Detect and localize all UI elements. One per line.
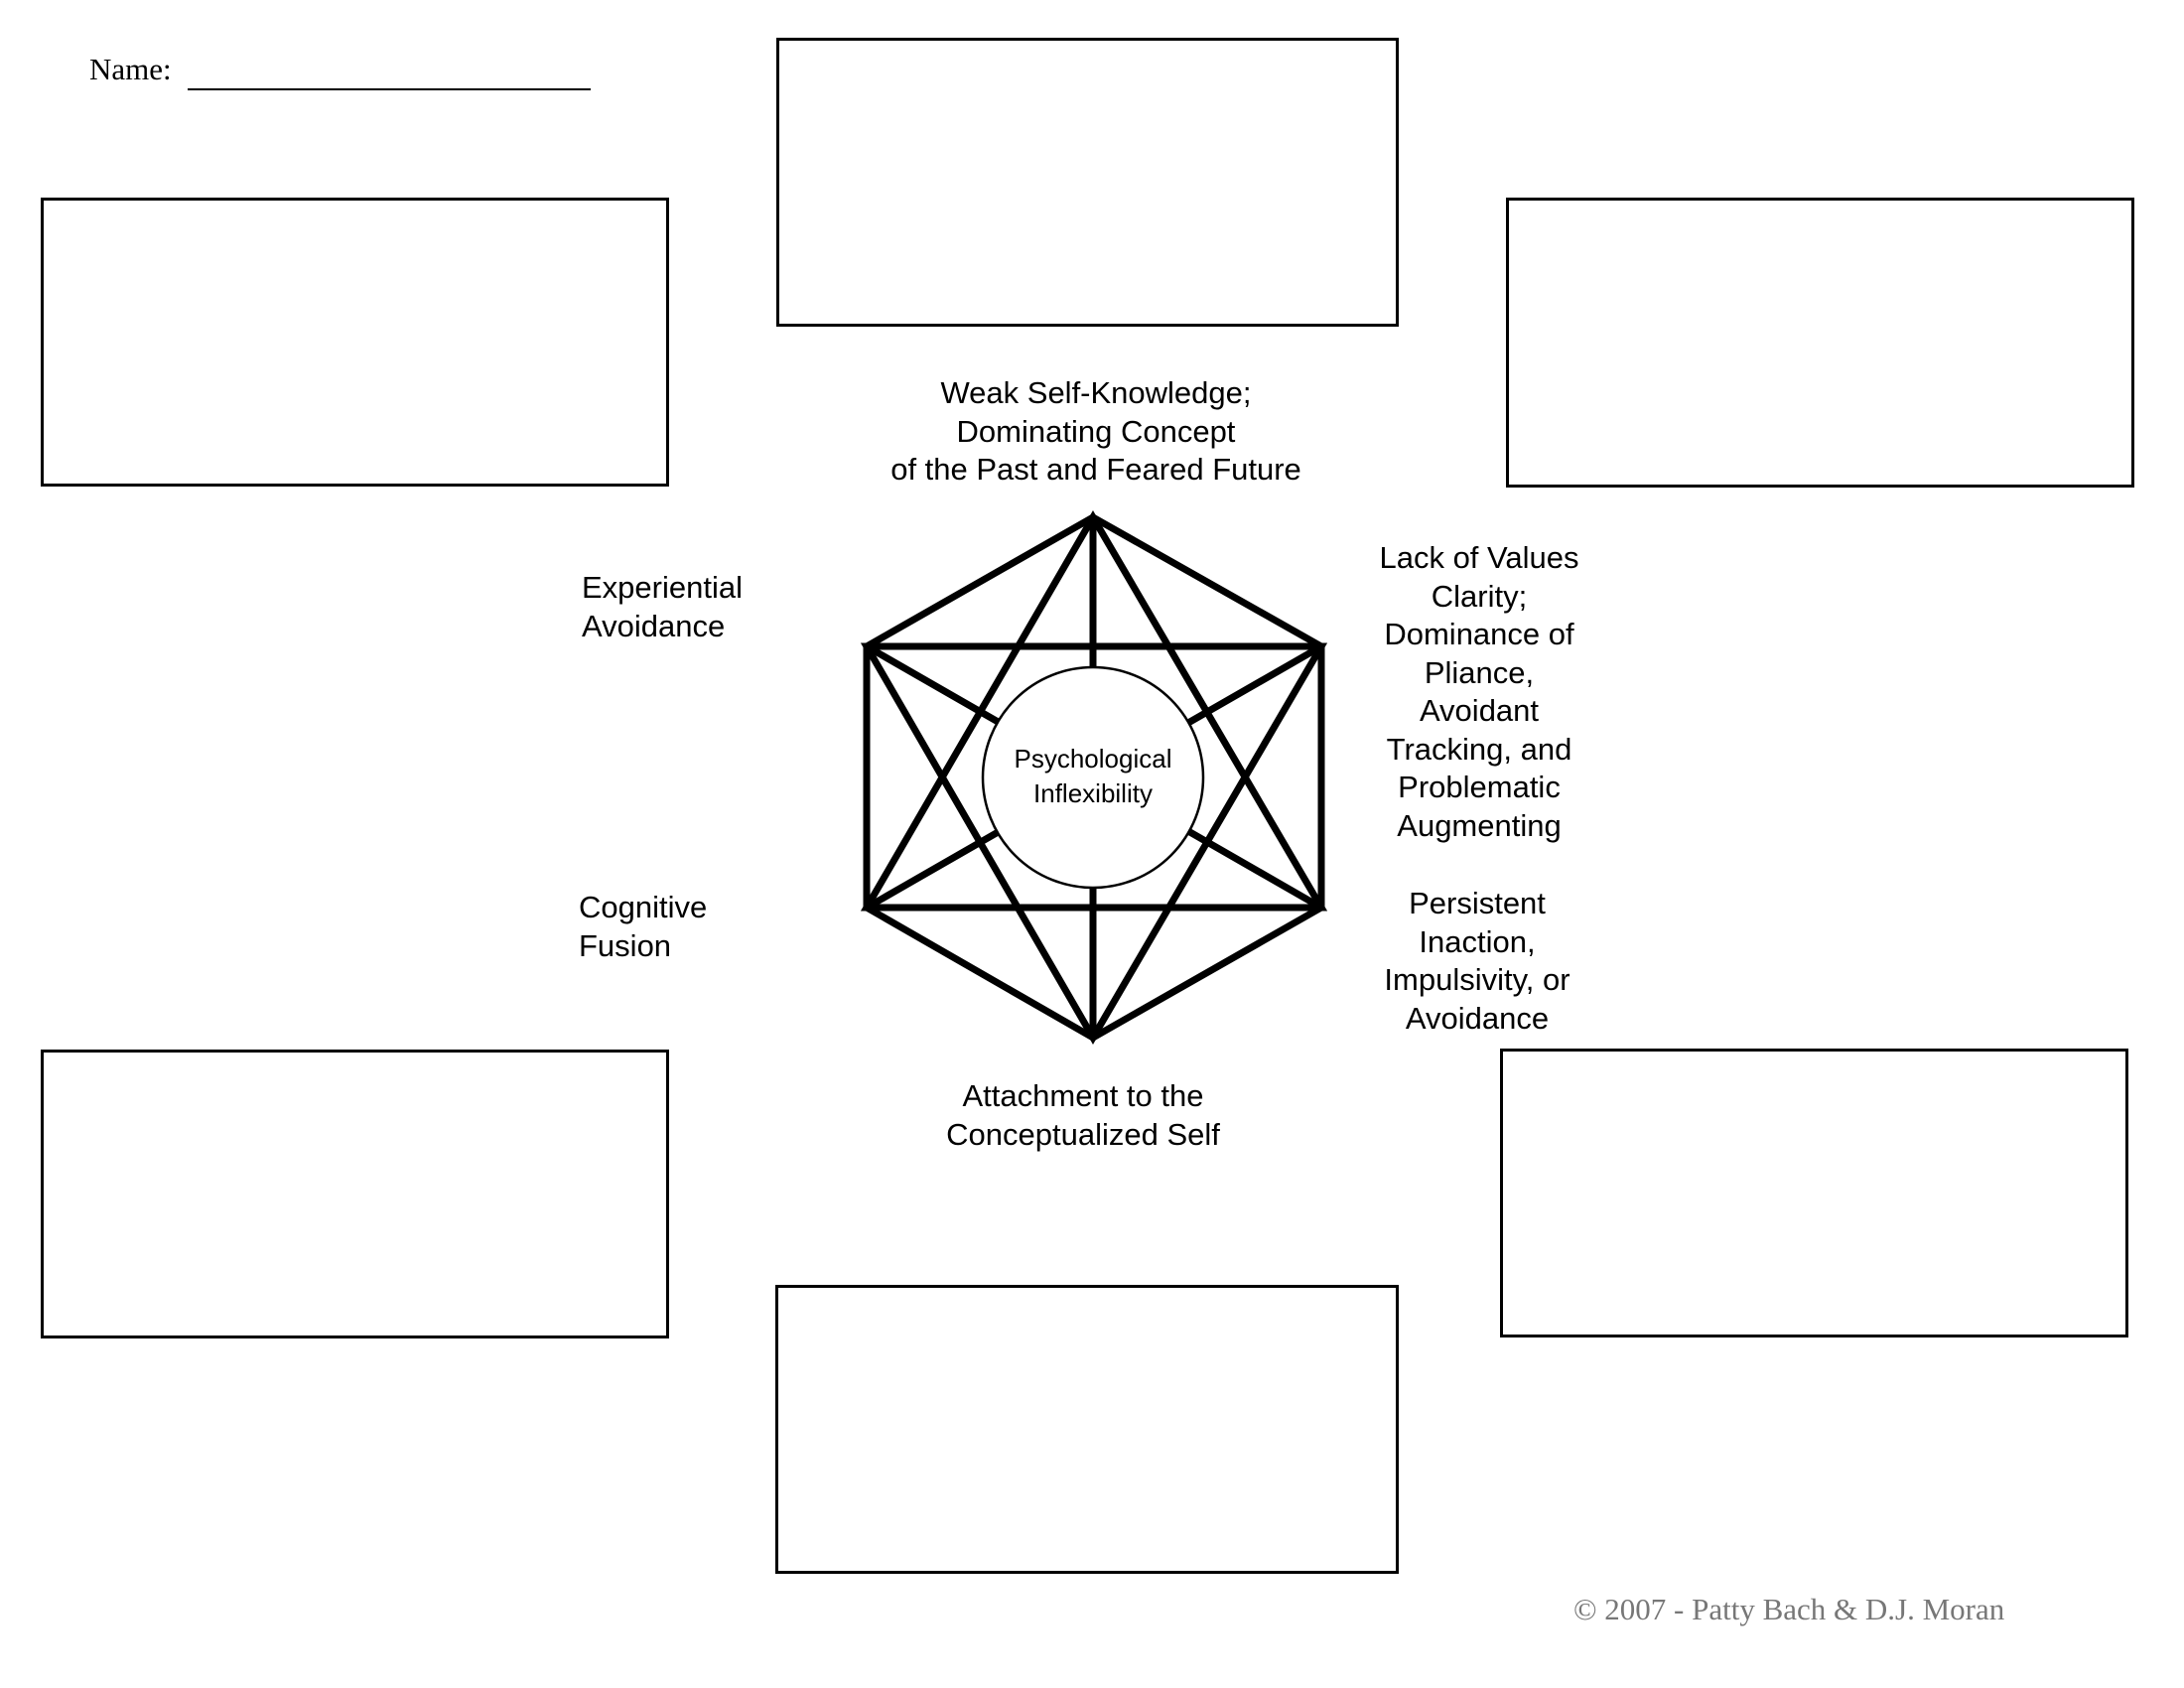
label-line: Weak Self-Knowledge; — [940, 375, 1252, 410]
label-line: Attachment to the — [962, 1078, 1204, 1113]
label-line: Clarity; — [1431, 578, 1528, 614]
label-line: Experiential — [582, 570, 743, 605]
label-line: Conceptualized Self — [946, 1116, 1220, 1152]
name-field[interactable] — [188, 88, 591, 90]
center-label-line: Psychological — [1014, 744, 1172, 774]
label-values-clarity: Lack of Values Clarity; Dominance of Pli… — [1379, 539, 1578, 845]
name-label: Name: — [89, 52, 172, 86]
label-line: Dominating Concept — [956, 413, 1236, 449]
answer-box-top[interactable] — [776, 38, 1399, 327]
copyright-notice: © 2007 - Patty Bach & D.J. Moran — [1573, 1592, 2005, 1626]
answer-box-bottom[interactable] — [775, 1285, 1399, 1574]
center-circle — [981, 665, 1205, 890]
label-line: Persistent — [1409, 886, 1546, 920]
label-line: Problematic — [1398, 770, 1561, 804]
label-persistent-inaction: Persistent Inaction, Impulsivity, or Avo… — [1384, 885, 1570, 1038]
center-label-line: Inflexibility — [1033, 778, 1153, 808]
label-experiential-avoidance: Experiential Avoidance — [582, 569, 743, 645]
label-line: Impulsivity, or — [1384, 962, 1570, 997]
label-line: Avoidant — [1419, 693, 1540, 728]
label-line: Dominance of — [1384, 617, 1574, 651]
label-conceptualized-self: Attachment to the Conceptualized Self — [946, 1077, 1220, 1154]
label-line: Augmenting — [1397, 807, 1562, 843]
label-line: Fusion — [579, 927, 672, 963]
label-line: Tracking, and — [1386, 731, 1572, 767]
label-cognitive-fusion: Cognitive Fusion — [579, 889, 707, 965]
label-line: of the Past and Feared Future — [890, 452, 1301, 487]
answer-box-bottom-left[interactable] — [41, 1050, 669, 1338]
answer-box-top-right[interactable] — [1506, 198, 2134, 488]
label-line: Inaction, — [1419, 923, 1536, 959]
label-line: Lack of Values — [1379, 540, 1579, 575]
answer-box-top-left[interactable] — [41, 198, 669, 487]
label-line: Avoidance — [1405, 1000, 1550, 1036]
answer-box-bottom-right[interactable] — [1500, 1049, 2128, 1337]
label-top-self-knowledge: Weak Self-Knowledge; Dominating Concept … — [890, 374, 1301, 490]
center-label: Psychological Inflexibility — [1015, 742, 1172, 811]
label-line: Cognitive — [579, 890, 708, 924]
label-line: Pliance, — [1424, 654, 1535, 690]
label-line: Avoidance — [582, 608, 726, 643]
